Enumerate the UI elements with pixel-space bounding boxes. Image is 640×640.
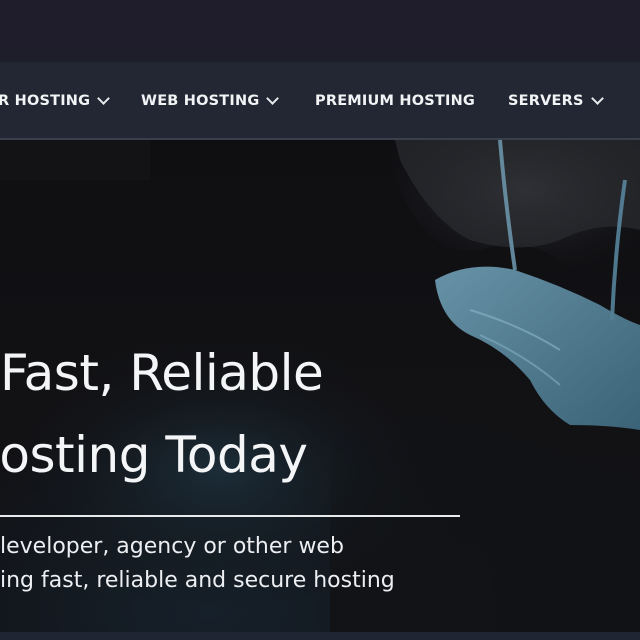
nav-item-r-hosting[interactable]: R HOSTING (0, 62, 111, 140)
bottom-strip (0, 632, 640, 640)
hero-subtitle-line-1: leveloper, agency or other web (0, 534, 344, 559)
hero-divider (0, 515, 460, 517)
nav-item-premium-hosting[interactable]: PREMIUM HOSTING (315, 62, 475, 140)
nav-item-label: R HOSTING (0, 93, 91, 109)
nav-item-label: WEB HOSTING (141, 93, 260, 109)
hero-background-photo (0, 140, 640, 635)
nav-item-web-hosting[interactable]: WEB HOSTING (141, 62, 280, 140)
nav-item-label: PREMIUM HOSTING (315, 93, 476, 109)
top-bar (0, 0, 640, 50)
nav-item-servers[interactable]: SERVERS (508, 62, 604, 140)
hero-banner: Fast, Reliable losting Today (0, 140, 640, 635)
chevron-down-icon (266, 91, 280, 105)
chevron-down-icon (97, 91, 111, 105)
main-nav: R HOSTING WEB HOSTING PREMIUM HOSTING SE… (0, 62, 640, 140)
chevron-down-icon (590, 91, 604, 105)
nav-item-label: SERVERS (508, 93, 584, 109)
hero-subtitle-line-2: ing fast, reliable and secure hosting (0, 568, 395, 593)
hero-title-line-2: losting Today (0, 426, 308, 484)
hero-title-line-1: Fast, Reliable (0, 344, 324, 402)
